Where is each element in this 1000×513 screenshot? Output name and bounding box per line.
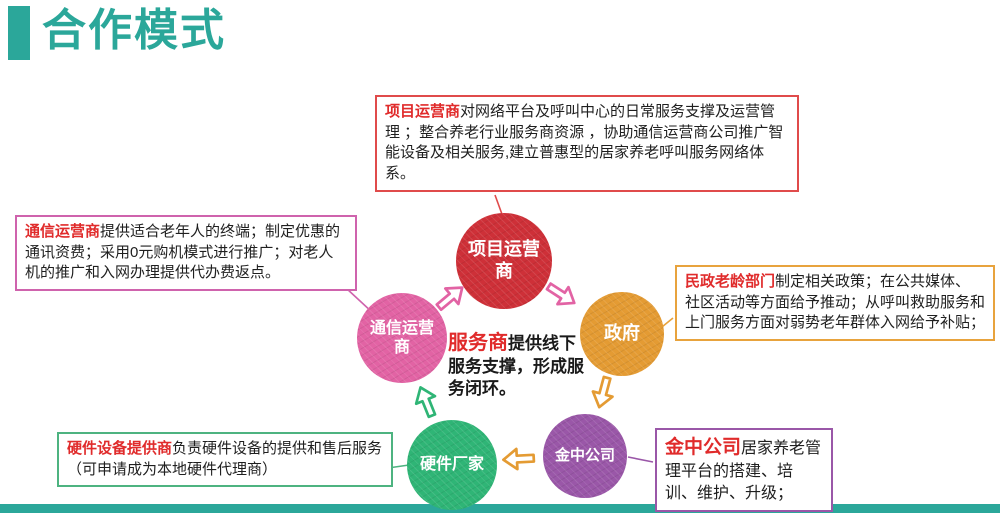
note-body: 制定相关政策；在公共媒体、社区活动等方面给予推动；从呼叫救助服务和上门服务方面对…: [685, 273, 986, 332]
page-title: 合作模式: [42, 6, 226, 55]
note-body: 居家养老管理平台的搭建、培训、维护、升级；: [665, 440, 822, 503]
note-body: 对网络平台及呼叫中心的日常服务支撑及运营管理 ；整合养老行业服务商资源 ，协助通…: [385, 103, 784, 183]
bottom-accent-bar: [0, 504, 1000, 513]
note-body: 提供适合老年人的终端；制定优惠的通讯资费；采用0元购机模式进行推广；对老人机的推…: [25, 223, 341, 282]
node-label: 商: [393, 339, 410, 356]
note-hardware-provider: 硬件设备提供商负责硬件设备的提供和售后服务（可申请成为本地硬件代理商）: [57, 432, 393, 488]
node-government: 政府: [580, 292, 664, 376]
note-lead: 民政老龄部门: [685, 273, 776, 290]
arrow-jinzhong-to-hardware-icon: [499, 445, 536, 473]
note-lead: 项目运营商: [385, 103, 461, 120]
node-label: 商: [495, 261, 513, 281]
note-lead: 金中公司: [665, 437, 742, 458]
note-jinzhong-company: 金中公司居家养老管理平台的搭建、培训、维护、升级；: [655, 428, 833, 513]
note-lead: 硬件设备提供商: [67, 440, 173, 457]
note-project-operator: 项目运营商对网络平台及呼叫中心的日常服务支撑及运营管理 ；整合养老行业服务商资源…: [375, 95, 799, 192]
note-body: 负责硬件设备的提供和售后服务（可申请成为本地硬件代理商）: [67, 440, 383, 478]
node-label: 政府: [604, 323, 640, 344]
connector-line-jinzhong: [627, 456, 654, 463]
arrow-project-to-government-icon: [540, 274, 584, 315]
service-provider-note: 服务商提供线下服务支撑，形成服务闭环。: [448, 330, 588, 400]
service-provider-text: 提供线下服务支撑，形成服务闭环。: [448, 334, 584, 399]
node-label: 金中公司: [554, 447, 615, 464]
node-label: 项目运营: [468, 239, 540, 260]
node-label: 通信运营: [369, 319, 434, 337]
node-label: 硬件厂家: [419, 456, 484, 474]
arrow-hardware-to-telecom-icon: [407, 379, 445, 422]
arrow-government-to-jinzhong-icon: [586, 372, 620, 414]
node-telecom-operator: 通信运营 商: [357, 293, 447, 383]
node-project-operator: 项目运营 商: [456, 213, 552, 309]
note-civil-affairs: 民政老龄部门制定相关政策；在公共媒体、社区活动等方面给予推动；从呼叫救助服务和上…: [675, 265, 995, 342]
node-hardware-manufacturer: 硬件厂家: [407, 420, 497, 510]
arrow-telecom-to-project-icon: [429, 275, 473, 318]
service-provider-term: 服务商: [448, 332, 508, 354]
node-jinzhong-company: 金中公司: [543, 414, 627, 498]
note-telecom-operator: 通信运营商提供适合老年人的终端；制定优惠的通讯资费；采用0元购机模式进行推广；对…: [15, 215, 357, 292]
note-lead: 通信运营商: [25, 223, 101, 240]
title-accent-bar: [8, 6, 30, 60]
